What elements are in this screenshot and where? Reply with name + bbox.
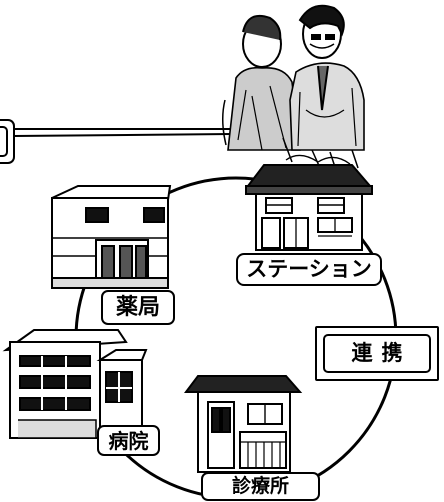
- clinic-house: [184, 375, 303, 473]
- hospital-building: [2, 329, 148, 439]
- hospital-label: 病院: [97, 425, 160, 456]
- left-partial-label-box: [0, 119, 15, 164]
- pharmacy-building: [51, 185, 172, 289]
- station-house: [245, 164, 373, 251]
- pharmacy-label: 薬局: [101, 290, 175, 325]
- clinic-label: 診療所: [201, 472, 320, 501]
- connector-line: [13, 128, 233, 137]
- link-label-text: 連携: [351, 341, 412, 365]
- link-label: 連携: [315, 326, 439, 381]
- people-illustration: [222, 4, 365, 171]
- station-label: ステーション: [236, 253, 382, 286]
